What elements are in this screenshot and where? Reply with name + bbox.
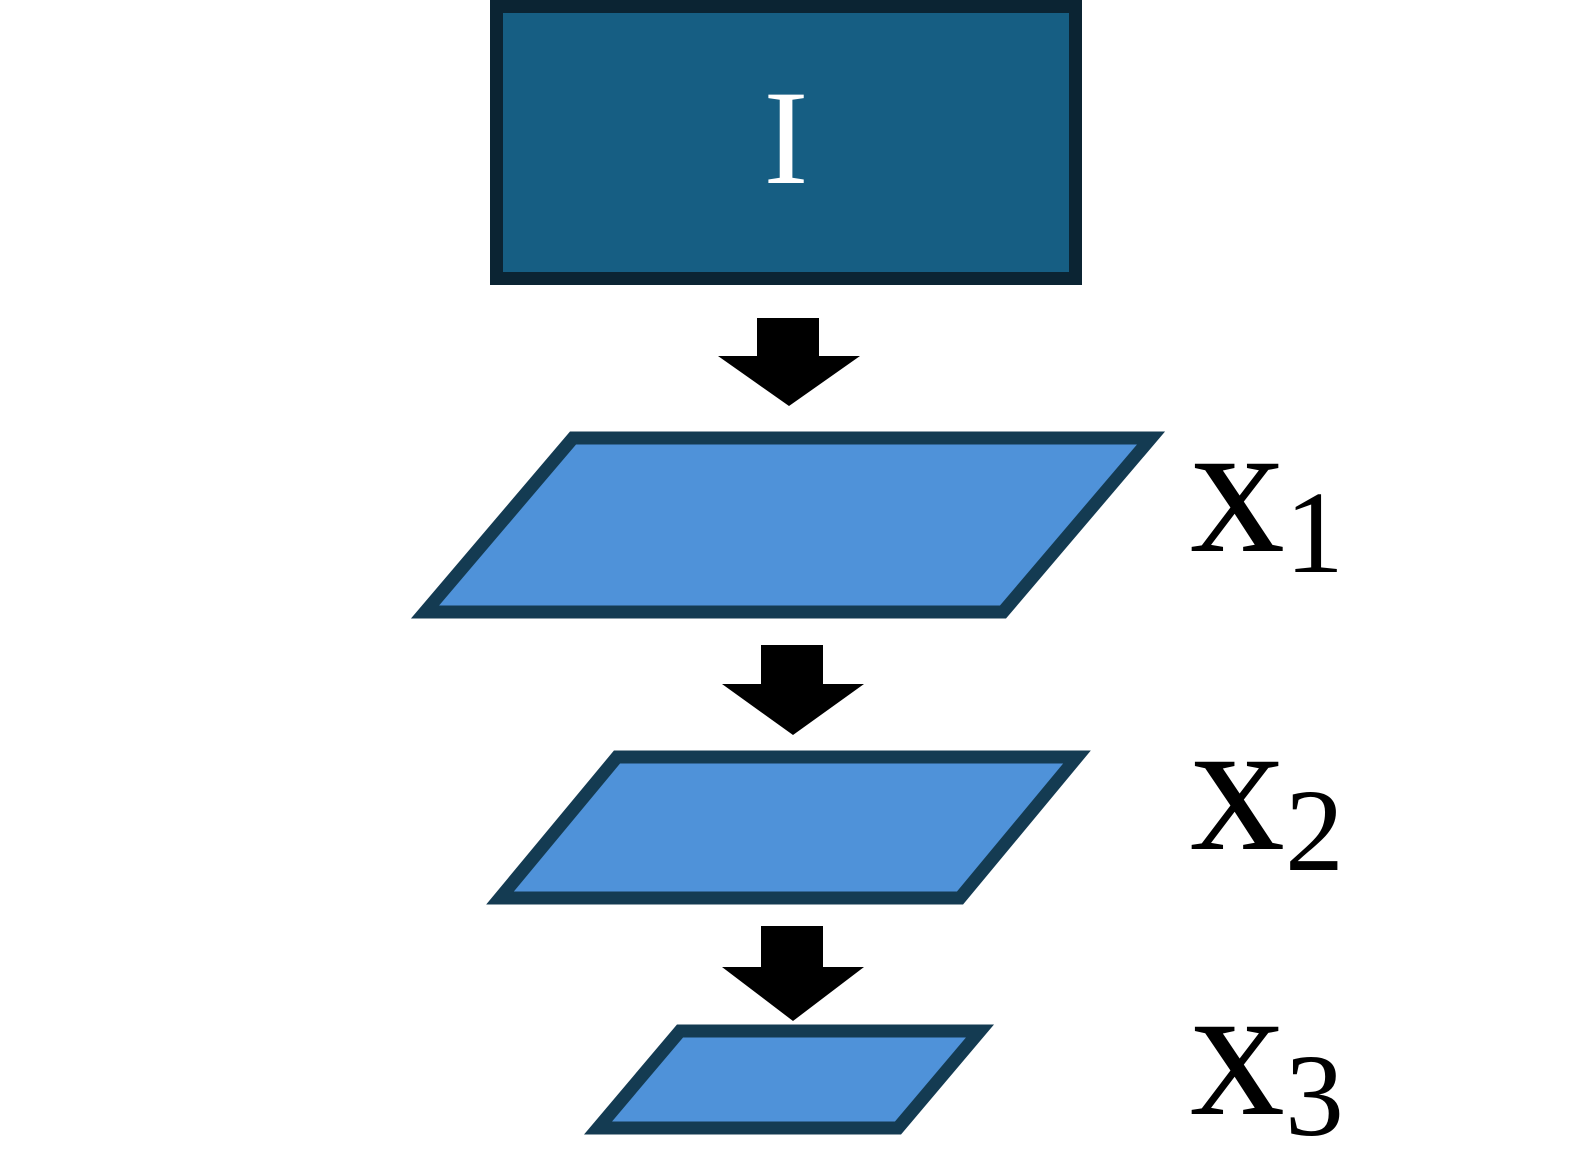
feature-map-1-label: x1 xyxy=(1190,393,1344,592)
feature-map-3 xyxy=(583,1024,995,1135)
down-arrow-shape xyxy=(722,645,864,735)
down-arrow-icon xyxy=(722,645,864,735)
input-image-label: I xyxy=(763,64,809,213)
feature-map-2-label-subscript: 2 xyxy=(1285,766,1344,897)
down-arrow-shape xyxy=(718,318,860,406)
down-arrow-icon xyxy=(722,926,864,1021)
feature-map-3-shape xyxy=(583,1024,995,1135)
feature-map-2 xyxy=(486,750,1091,905)
feature-map-1-label-base: x xyxy=(1190,383,1285,593)
feature-map-2-label: x2 xyxy=(1190,691,1344,890)
down-arrow-icon xyxy=(718,318,860,406)
feature-map-3-label-base: x xyxy=(1190,946,1285,1155)
feature-map-1-label-subscript: 1 xyxy=(1285,468,1344,599)
down-arrow-shape xyxy=(722,926,864,1021)
feature-map-2-shape xyxy=(486,750,1091,905)
feature-map-1-shape xyxy=(410,431,1166,619)
feature-map-2-label-base: x xyxy=(1190,681,1285,891)
feature-map-1 xyxy=(410,431,1166,619)
feature-map-3-label: x3 xyxy=(1190,956,1344,1155)
feature-map-3-label-subscript: 3 xyxy=(1285,1031,1344,1155)
input-image-block: I xyxy=(490,0,1082,285)
